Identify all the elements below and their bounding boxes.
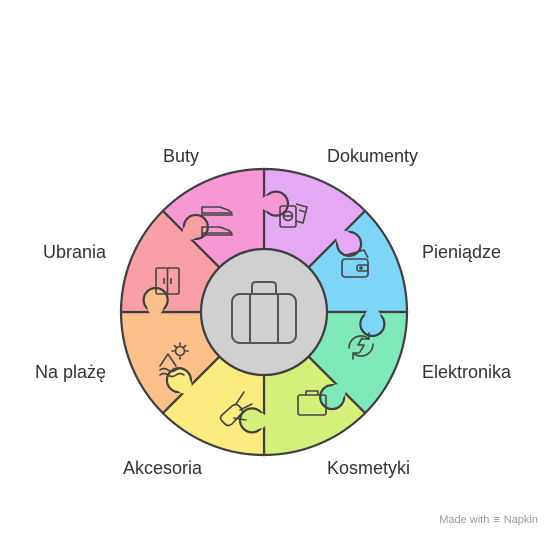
- branding-prefix: Made with: [439, 514, 490, 526]
- puzzle-tab-neck-akcesoria: [147, 299, 164, 316]
- puzzle-tab-neck-ubrania: [260, 195, 277, 212]
- puzzle-tab-neck-kosmetyki: [175, 377, 192, 394]
- label-dokumenty: Dokumenty: [327, 146, 419, 166]
- label-akcesoria: Akcesoria: [122, 458, 202, 478]
- toiletry-bag-icon: [297, 390, 327, 416]
- branding-name: Napkin: [503, 514, 538, 526]
- label-elektronika: Elektronika: [422, 362, 512, 382]
- napkin-logo-icon: ≡: [493, 514, 500, 526]
- label-pieniadze: Pieniądze: [422, 242, 502, 262]
- charging-cycle-icon: [348, 332, 374, 360]
- label-buty: Buty: [163, 146, 200, 166]
- center-hub: [199, 247, 329, 377]
- puzzle-tab-neck-pieniadze: [329, 384, 346, 401]
- puzzle-tab-neck-na_plaze: [182, 223, 199, 240]
- label-kosmetyki: Kosmetyki: [327, 458, 411, 478]
- label-ubrania: Ubrania: [42, 242, 106, 262]
- puzzle-tab-neck-elektronika: [251, 412, 268, 429]
- shoes-icon: [201, 206, 233, 236]
- wardrobe-icon: [155, 267, 180, 295]
- label-na-plaze: Na plażę: [34, 362, 106, 382]
- passport-documents-icon: [279, 203, 308, 228]
- napkin-branding: Made with ≡ Napkin: [439, 514, 538, 526]
- puzzle-tab-neck-dokumenty: [364, 308, 381, 325]
- beach-sun-icon: [159, 342, 189, 378]
- suitcase-icon: [231, 281, 297, 344]
- wallet-money-icon: [341, 249, 369, 278]
- pocket-knife-icon: [219, 391, 253, 427]
- puzzle-tab-neck-buty: [336, 230, 353, 247]
